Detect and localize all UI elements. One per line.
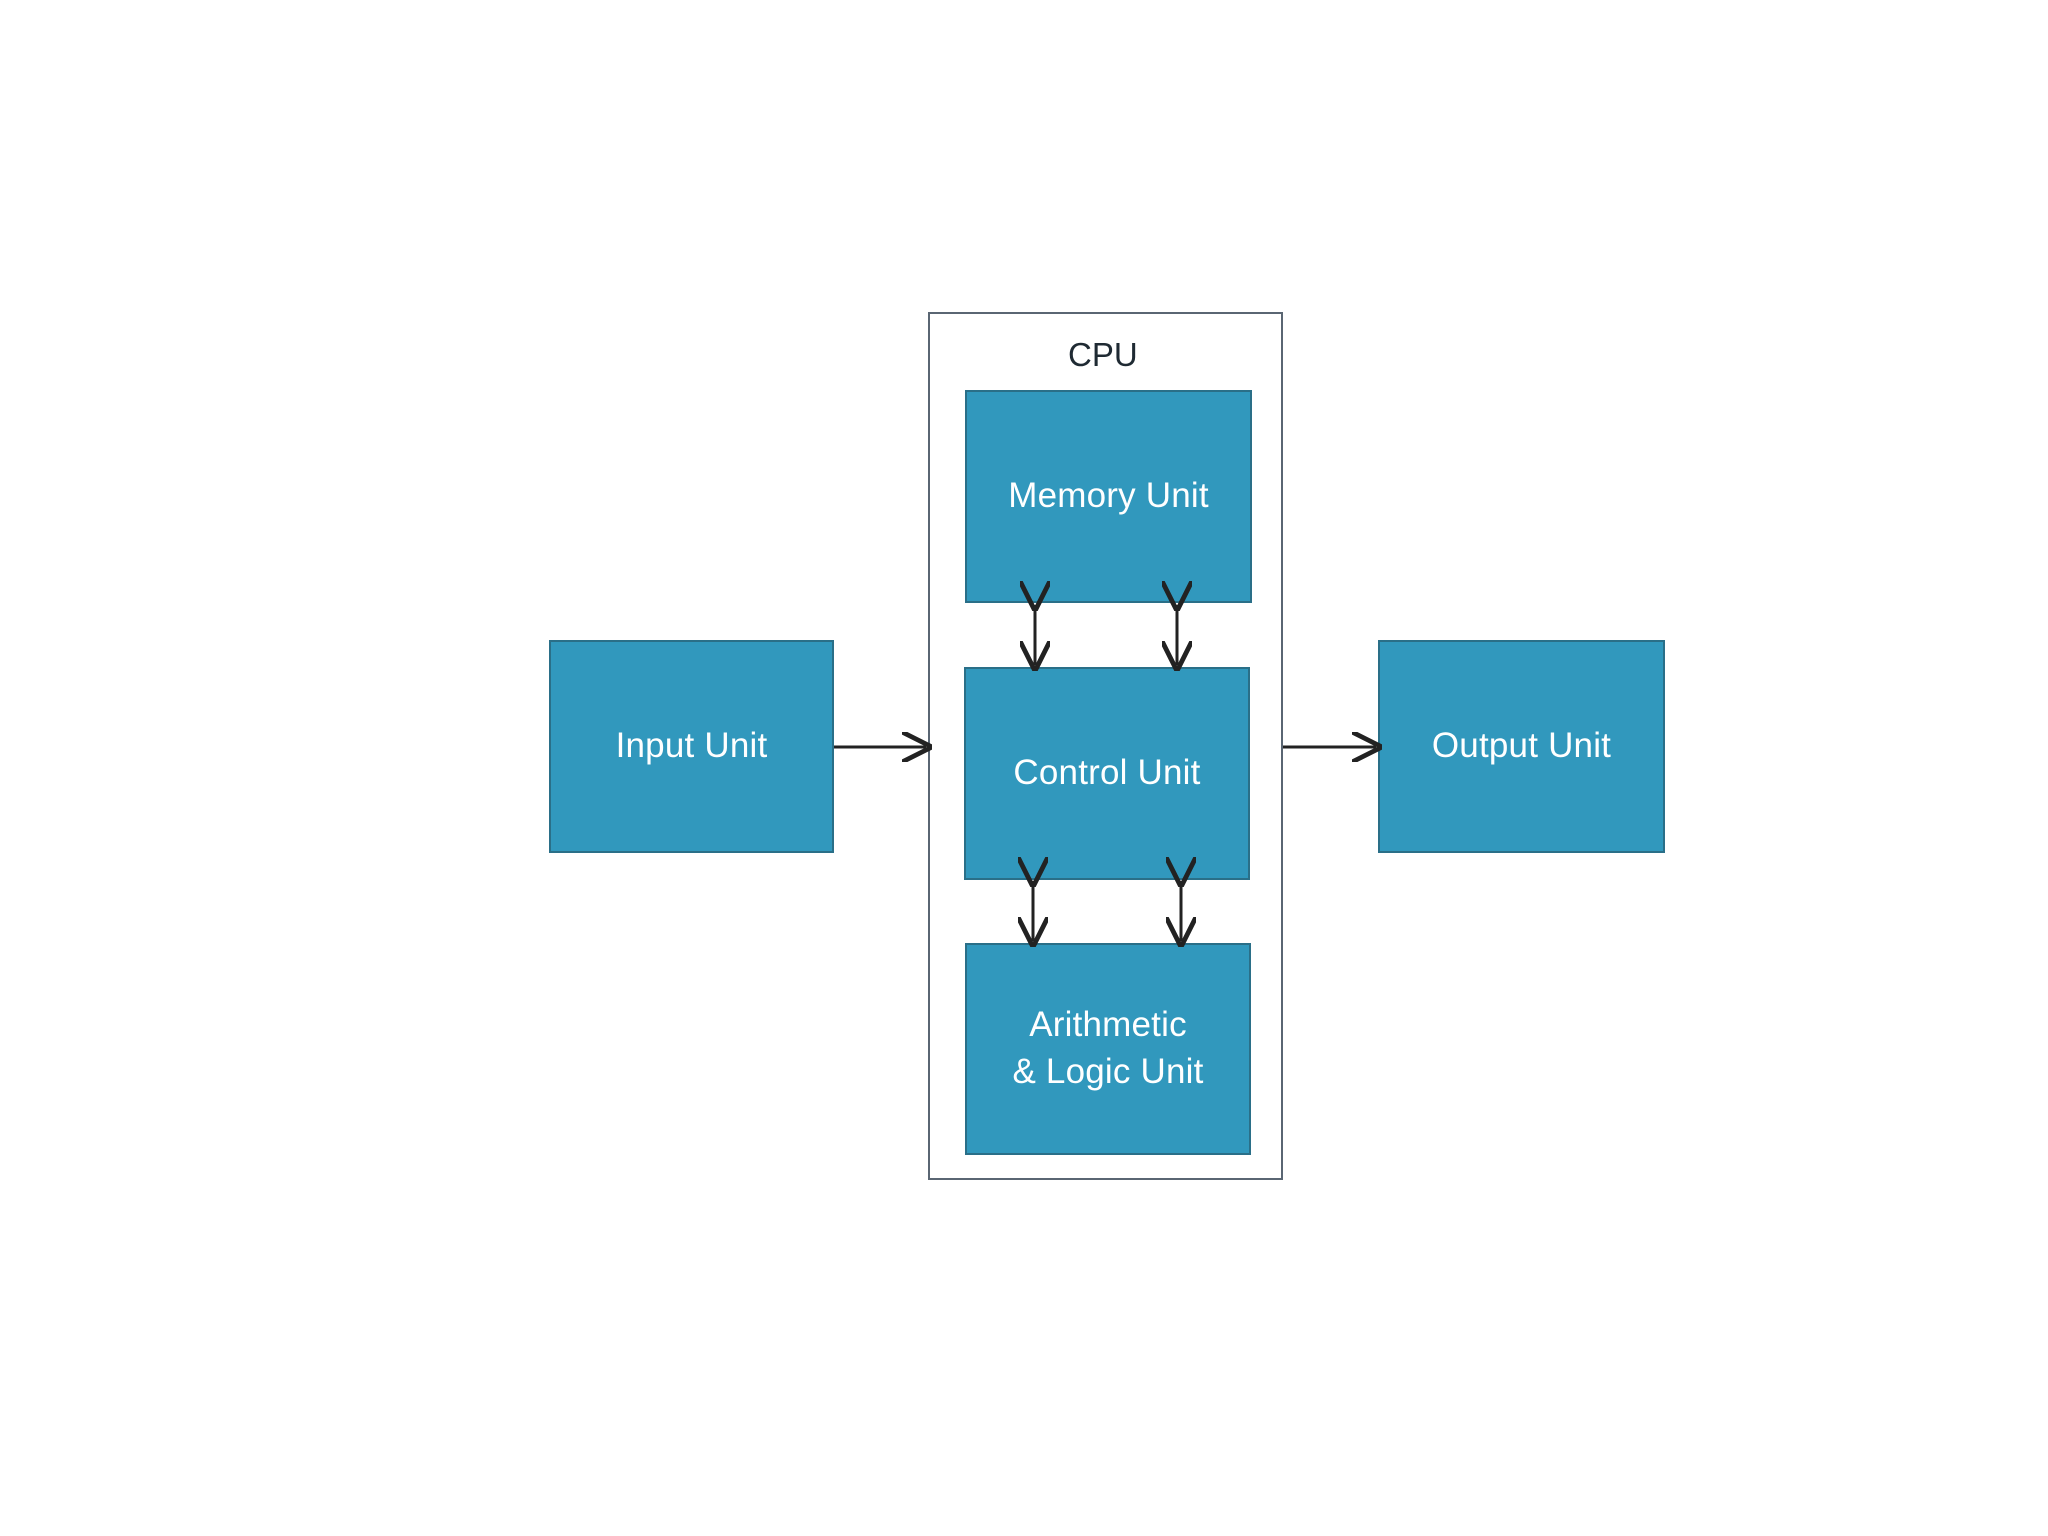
input-unit-label: Input Unit bbox=[615, 726, 768, 766]
alu-label: Arithmetic & Logic Unit bbox=[1012, 1005, 1204, 1091]
control-unit-label: Control Unit bbox=[1013, 753, 1201, 793]
output-unit-box: Output Unit bbox=[1378, 640, 1665, 853]
memory-unit-label: Memory Unit bbox=[1008, 476, 1209, 516]
alu-box: Arithmetic & Logic Unit bbox=[965, 943, 1251, 1155]
input-unit-box: Input Unit bbox=[549, 640, 834, 853]
cpu-label: CPU bbox=[1068, 336, 1138, 373]
control-unit-box: Control Unit bbox=[964, 667, 1250, 880]
memory-unit-box: Memory Unit bbox=[965, 390, 1252, 603]
output-unit-label: Output Unit bbox=[1431, 726, 1612, 766]
